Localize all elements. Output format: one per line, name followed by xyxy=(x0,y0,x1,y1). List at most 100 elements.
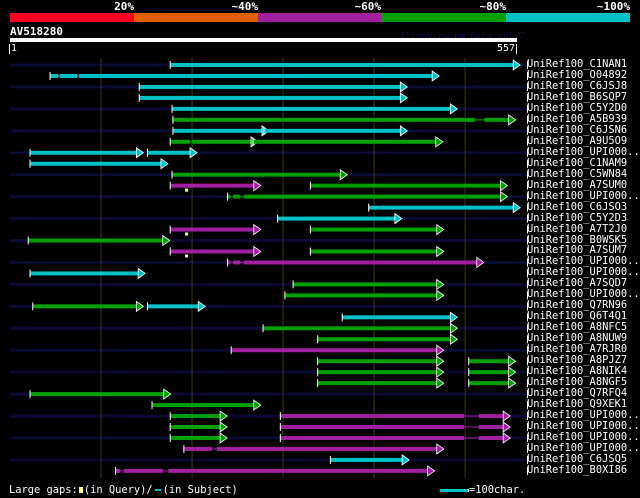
subject-gap xyxy=(230,261,234,263)
subject-gap xyxy=(464,415,479,417)
hsp-end-arrow-icon xyxy=(436,344,445,356)
legend-label-20: 20% xyxy=(114,0,134,13)
hsp-end-arrow-icon xyxy=(436,377,445,389)
hit-label[interactable]: UniRef100_A9U5O9 xyxy=(527,134,628,147)
row-stripe xyxy=(10,392,527,396)
in-subject-label: (in Subject) xyxy=(162,484,238,496)
hsp-end-arrow-icon xyxy=(436,355,445,367)
hsp-end-arrow-icon xyxy=(197,300,206,313)
hsp-segment xyxy=(172,117,476,122)
watermark: AlignView.pm Beta rel.7 xyxy=(400,32,525,42)
hit-label[interactable]: UniRef100_C1NAM9 xyxy=(527,156,628,169)
hsp-segment xyxy=(243,260,479,265)
hsp-end-arrow-icon xyxy=(160,157,169,170)
hit-label[interactable]: UniRef100_UPI000.. xyxy=(527,189,640,202)
hit-label[interactable]: UniRef100_UPI000.. xyxy=(527,420,640,432)
hit-label[interactable]: UniRef100_B6SQP7 xyxy=(527,90,628,103)
hit-label[interactable]: UniRef100_UPI000.. xyxy=(527,409,640,422)
legend-label-60: ~60% xyxy=(354,0,382,13)
hsp-end-arrow-icon xyxy=(189,146,198,159)
row-stripe xyxy=(10,436,527,440)
legend-label-80: ~80% xyxy=(479,0,507,13)
hit-label[interactable]: UniRef100_A8NGF5 xyxy=(527,376,628,389)
query-gap-marker xyxy=(185,232,189,236)
hsp-segment xyxy=(277,216,397,221)
subject-gap xyxy=(475,119,485,121)
hsp-end-arrow-icon xyxy=(135,300,145,313)
hsp-end-arrow-icon xyxy=(512,201,521,214)
hsp-segment xyxy=(172,106,453,111)
hit-label[interactable]: UniRef100_A8NFC5 xyxy=(527,321,628,334)
hit-label[interactable]: UniRef100_UPI000.. xyxy=(527,441,640,454)
hsp-segment xyxy=(317,370,439,375)
hit-label[interactable]: UniRef100_C1NAN1 xyxy=(527,58,628,70)
hsp-segment xyxy=(115,468,121,473)
hit-label[interactable]: UniRef100_UPI000.. xyxy=(527,288,640,301)
hit-label[interactable]: UniRef100_C5Y2D0 xyxy=(527,101,628,114)
hit-label[interactable]: UniRef100_B0XI86 xyxy=(527,463,628,476)
hit-label[interactable]: UniRef100_B0WSK5 xyxy=(527,233,628,246)
subject-gap xyxy=(190,141,193,143)
hit-label[interactable]: UniRef100_C5WN84 xyxy=(527,167,628,180)
hsp-end-arrow-icon xyxy=(500,190,509,203)
hsp-end-arrow-icon xyxy=(339,168,348,181)
legend-label-40: ~40% xyxy=(231,0,259,13)
hsp-end-arrow-icon xyxy=(253,399,262,411)
hit-label[interactable]: UniRef100_C5Y2D3 xyxy=(527,211,628,224)
hit-label[interactable]: UniRef100_A7T2J0 xyxy=(527,222,628,235)
hsp-end-arrow-icon xyxy=(436,223,445,236)
hsp-segment xyxy=(28,238,165,243)
hsp-segment xyxy=(342,315,453,320)
hit-label[interactable]: UniRef100_C6JSN6 xyxy=(527,123,628,136)
hit-label[interactable]: UniRef100_C6JSQ5 xyxy=(527,452,628,465)
hit-label[interactable]: UniRef100_A7SUM0 xyxy=(527,178,628,191)
hit-label[interactable]: UniRef100_A7RJR0 xyxy=(527,343,628,356)
hsp-end-arrow-icon xyxy=(436,289,445,302)
hsp-end-arrow-icon xyxy=(502,410,511,422)
hsp-end-arrow-icon xyxy=(502,421,511,433)
hit-label[interactable]: UniRef100_Q9XEK1 xyxy=(527,398,628,411)
subject-gap xyxy=(464,426,479,428)
hit-label[interactable]: UniRef100_UPI000.. xyxy=(527,255,640,268)
hit-label[interactable]: UniRef100_Q7RFQ4 xyxy=(527,387,628,400)
hit-label[interactable]: UniRef100_Q7RN96 xyxy=(527,299,628,312)
subject-gap xyxy=(240,261,244,263)
hsp-segment xyxy=(79,73,435,78)
hit-label[interactable]: UniRef100_UPI000.. xyxy=(527,266,640,279)
hsp-segment xyxy=(233,194,241,199)
hsp-end-arrow-icon xyxy=(508,377,517,389)
hsp-segment xyxy=(310,183,503,188)
hsp-end-arrow-icon xyxy=(436,366,445,378)
hsp-end-arrow-icon xyxy=(219,432,228,444)
hit-label[interactable]: UniRef100_O04892 xyxy=(527,68,628,81)
hit-label[interactable]: UniRef100_A7SUM7 xyxy=(527,244,628,257)
subject-gap xyxy=(240,196,244,198)
hsp-segment xyxy=(170,414,223,419)
scale-legend: =100char. xyxy=(440,484,525,496)
hsp-end-arrow-icon xyxy=(162,234,171,247)
hsp-end-arrow-icon xyxy=(436,278,445,291)
hit-label[interactable]: UniRef100_UPI000.. xyxy=(527,145,640,158)
hsp-segment xyxy=(233,260,241,265)
hsp-end-arrow-icon xyxy=(449,333,459,346)
hsp-end-arrow-icon xyxy=(399,125,408,137)
hit-label[interactable]: UniRef100_Q6T4Q1 xyxy=(527,310,628,323)
subject-gap xyxy=(464,437,479,439)
hsp-segment xyxy=(231,348,439,353)
hsp-end-arrow-icon xyxy=(502,432,511,444)
query-end: 557 xyxy=(490,44,517,54)
hit-label[interactable]: UniRef100_A8PJZ7 xyxy=(527,354,628,367)
hsp-segment xyxy=(317,337,453,342)
hsp-end-arrow-icon xyxy=(431,70,440,82)
hit-label[interactable]: UniRef100_A8NUW9 xyxy=(527,332,628,345)
hit-label[interactable]: UniRef100_UPI000.. xyxy=(527,430,640,443)
hit-label[interactable]: UniRef100_A7SQD7 xyxy=(527,277,628,290)
hit-label[interactable]: UniRef100_A8NIK4 xyxy=(527,365,628,378)
subject-gap xyxy=(58,75,61,77)
hsp-end-arrow-icon xyxy=(508,355,517,367)
hsp-segment xyxy=(32,304,139,309)
hit-label[interactable]: UniRef100_C6JSO3 xyxy=(527,200,628,213)
hsp-segment xyxy=(139,95,403,100)
hit-label[interactable]: UniRef100_C6JSJ8 xyxy=(527,79,628,92)
hit-label[interactable]: UniRef100_A5B939 xyxy=(527,112,628,125)
